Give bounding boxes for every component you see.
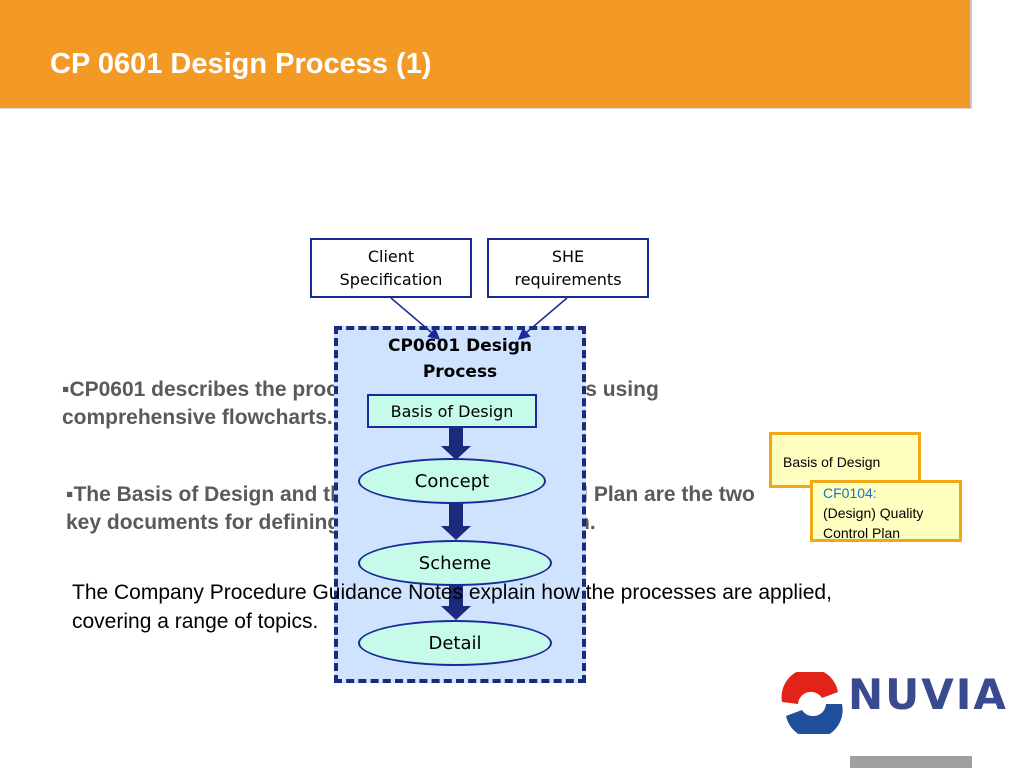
basis-of-design-document: Basis of Design	[769, 432, 921, 488]
nuvia-logo-mark	[781, 672, 843, 734]
client-to-process-arrow	[390, 297, 441, 340]
slide-title: CP 0601 Design Process (1)	[50, 48, 432, 80]
footer-bar	[850, 756, 972, 768]
basis-of-design-document-label: Basis of Design	[783, 454, 881, 470]
quality-control-plan-label: (Design) Quality Control Plan	[823, 505, 924, 541]
basis-of-design-step: Basis of Design	[367, 394, 537, 428]
scheme-to-detail-arrow	[441, 584, 471, 620]
detail-step: Detail	[358, 620, 552, 666]
scheme-step: Scheme	[358, 540, 552, 586]
quality-control-plan-document: CF0104: (Design) Quality Control Plan	[810, 480, 962, 542]
she-requirements-box: SHE requirements	[487, 238, 649, 298]
basis-to-concept-arrow	[441, 428, 471, 460]
nuvia-logo-text: NUVIA	[848, 670, 1008, 719]
quality-control-plan-code: CF0104:	[823, 485, 877, 501]
guidance-notes-paragraph: The Company Procedure Guidance Notes exp…	[72, 581, 832, 633]
concept-step: Concept	[358, 458, 546, 504]
title-bar: CP 0601 Design Process (1)	[0, 0, 972, 109]
she-to-process-arrow	[517, 297, 568, 340]
client-specification-box: Client Specification	[310, 238, 472, 298]
concept-to-scheme-arrow	[441, 502, 471, 540]
design-process-title: CP0601 Design Process	[387, 336, 533, 382]
